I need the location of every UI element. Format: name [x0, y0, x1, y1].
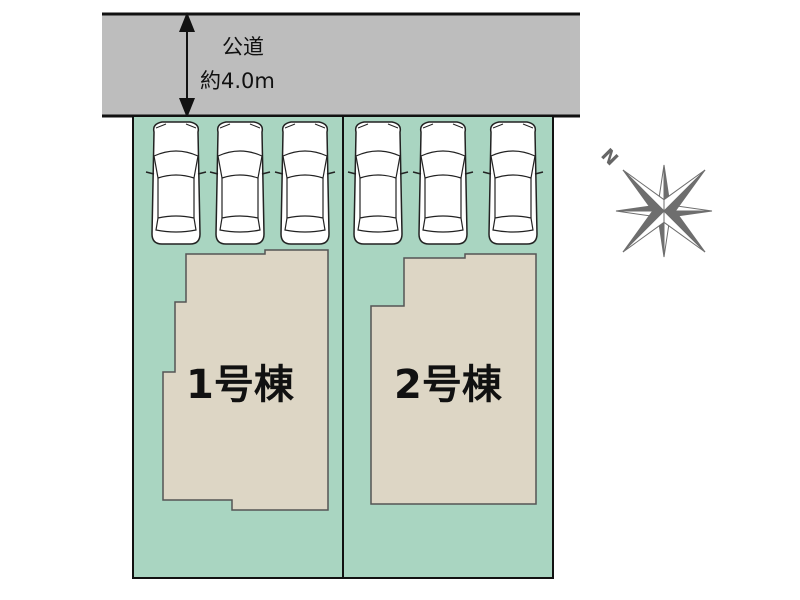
- building-2-label: 2号棟: [394, 362, 503, 408]
- public-road: [102, 14, 580, 116]
- parking-car: [347, 121, 409, 245]
- parking-car: [274, 121, 336, 245]
- road-label: 公道: [222, 35, 264, 59]
- parking-car: [482, 121, 544, 245]
- building-1-label: 1号棟: [186, 362, 295, 408]
- compass-rose-icon: [615, 164, 713, 258]
- parking-car: [209, 121, 271, 245]
- road-width-label: 約4.0m: [200, 69, 275, 93]
- building-2: [370, 253, 537, 505]
- parking-car: [145, 121, 207, 245]
- north-label: N: [596, 145, 622, 171]
- building-1: [162, 249, 329, 511]
- parking-car: [412, 121, 474, 245]
